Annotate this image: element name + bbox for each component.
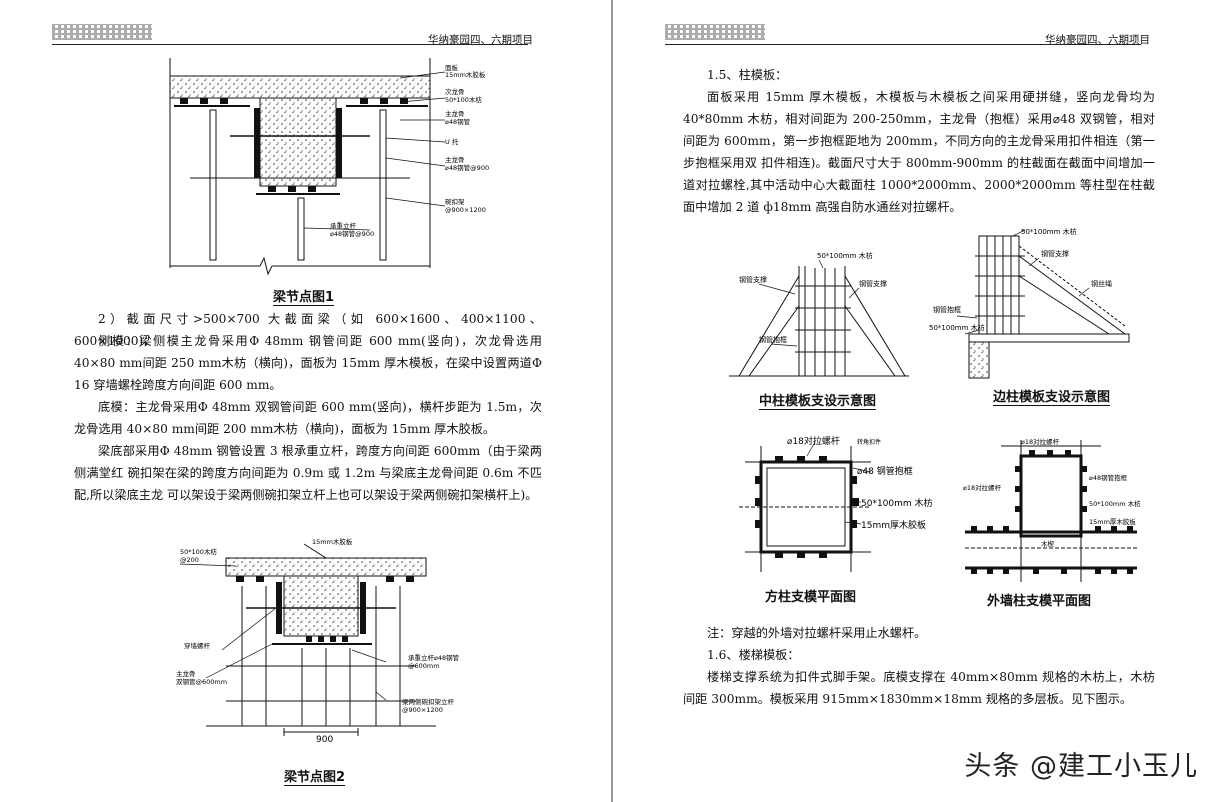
- header-rule-right: [665, 44, 1141, 45]
- middle-column-caption: 中柱模板支设示意图: [759, 390, 877, 410]
- svg-text:⌀48钢管@900: ⌀48钢管@900: [330, 229, 374, 238]
- svg-text:承重立杆⌀48钢管: 承重立杆⌀48钢管: [408, 653, 460, 662]
- svg-text:主龙骨: 主龙骨: [176, 669, 196, 678]
- svg-text:双钢管@600mm: 双钢管@600mm: [176, 677, 227, 686]
- square-column-caption: 方柱支模平面图: [765, 590, 857, 605]
- svg-text:15mm厚木胶板: 15mm厚木胶板: [1089, 517, 1136, 526]
- section-1-5-heading: 1.5、柱模板：: [707, 68, 788, 82]
- svg-text:50*100mm 木枋: 50*100mm 木枋: [861, 497, 933, 509]
- page-divider: [611, 0, 613, 802]
- header-logo-icon: [52, 24, 152, 40]
- svg-text:⌀18对拉螺杆: ⌀18对拉螺杆: [787, 435, 840, 447]
- svg-text:主龙骨: 主龙骨: [445, 109, 465, 118]
- beam-detail-figure-1: 面板 15mm木胶板 次龙骨 50*100木枋 主龙骨 ⌀48钢管 U 托 主龙…: [169, 58, 489, 276]
- section-1-6-heading: 1.6、楼梯模板：: [707, 648, 800, 662]
- svg-text:@600mm: @600mm: [408, 662, 440, 670]
- svg-text:⌀48 钢管抱框: ⌀48 钢管抱框: [857, 465, 913, 477]
- left-para-3: 底模：主龙骨采用Φ 48mm 双钢管间距 600 mm(竖向)，横杆步距为 1.…: [74, 400, 542, 436]
- svg-text:900: 900: [316, 735, 333, 745]
- svg-text:⌀18对拉螺杆: ⌀18对拉螺杆: [963, 483, 1002, 492]
- svg-text:@200: @200: [180, 556, 199, 564]
- figure-1-caption: 梁节点图1: [273, 286, 335, 306]
- svg-text:碗扣架: 碗扣架: [445, 197, 465, 206]
- header-title-right: 华纳豪园四、六期项目: [1045, 34, 1150, 46]
- header-title: 华纳豪园四、六期项目: [428, 34, 533, 46]
- svg-text:次龙骨: 次龙骨: [445, 87, 465, 96]
- outer-wall-column-caption: 外墙柱支模平面图: [987, 594, 1092, 609]
- section-1-5-text: 面板采用 15mm 厚木模板，木模板与木模板之间采用硬拼缝，竖向龙骨均为 40*…: [683, 90, 1155, 214]
- svg-text:15mm木胶板: 15mm木胶板: [312, 537, 353, 546]
- svg-text:钢管支撑: 钢管支撑: [1041, 249, 1069, 258]
- svg-text:⌀48钢管: ⌀48钢管: [445, 117, 471, 126]
- svg-text:木楔: 木楔: [1041, 539, 1055, 548]
- svg-text:穿墙螺杆: 穿墙螺杆: [184, 641, 211, 650]
- edge-column-caption: 边柱模板支设示意图: [993, 386, 1111, 406]
- left-page: 华纳豪园四、六期项目: [0, 0, 611, 802]
- square-column-plan-figure: ⌀18对拉螺杆 转角扣件 ⌀48 钢管抱框 50*100mm 木枋 15mm厚木…: [739, 435, 933, 572]
- svg-text:50*100mm 木枋: 50*100mm 木枋: [1089, 499, 1141, 508]
- left-para-4: 梁底部采用Φ 48mm 钢管设置 3 根承重立杆，跨度方向间距 600mm（由于…: [74, 444, 542, 502]
- svg-text:承重立杆: 承重立杆: [330, 221, 357, 230]
- left-para-2: 侧模：梁侧模主龙骨采用Φ 48mm 钢管间距 600 mm(竖向)，次龙骨选用 …: [74, 334, 542, 392]
- svg-text:50*100mm 木枋: 50*100mm 木枋: [817, 251, 873, 260]
- svg-text:⌀18对拉螺杆: ⌀18对拉螺杆: [1021, 437, 1060, 446]
- svg-text:面板: 面板: [445, 63, 459, 72]
- svg-text:转角扣件: 转角扣件: [857, 438, 881, 446]
- svg-text:@900×1200: @900×1200: [445, 206, 486, 214]
- svg-text:50*100木枋: 50*100木枋: [180, 547, 217, 556]
- header-rule: [52, 44, 528, 45]
- section-1-6-text: 楼梯支撑系统为扣件式脚手架。底模支撑在 40mm×80mm 规格的木枋上，木枋间…: [683, 670, 1155, 706]
- left-para-1: 2）截面尺寸>500×700 大截面梁（如 600×1600、400×1100、…: [74, 312, 542, 348]
- svg-text:钢丝绳: 钢丝绳: [1091, 279, 1112, 288]
- figure-2-caption: 梁节点图2: [284, 766, 346, 786]
- svg-text:@900×1200: @900×1200: [402, 706, 443, 714]
- svg-text:50*100木枋: 50*100木枋: [445, 95, 482, 104]
- outer-wall-column-plan-figure: ⌀18对拉螺杆 ⌀18对拉螺杆 ⌀48钢管抱框 50*100mm 木枋 15mm…: [963, 437, 1141, 582]
- svg-text:梁两侧碗扣架立杆: 梁两侧碗扣架立杆: [402, 697, 455, 706]
- svg-text:钢管支撑: 钢管支撑: [859, 279, 887, 288]
- toutiao-watermark: 头条 @建工小玉儿: [964, 751, 1198, 782]
- svg-text:50*100mm 木枋: 50*100mm 木枋: [1021, 227, 1077, 236]
- svg-text:钢管抱框: 钢管抱框: [933, 305, 961, 314]
- svg-text:钢管支撑: 钢管支撑: [739, 275, 767, 284]
- svg-text:15mm木胶板: 15mm木胶板: [445, 70, 486, 79]
- note-text: 注：穿越的外墙对拉螺杆采用止水螺杆。: [707, 626, 927, 640]
- svg-text:U 托: U 托: [445, 137, 459, 146]
- right-page: 华纳豪园四、六期项目 1.5、柱模板： 面板采用 15mm 厚木模板，木模板与木…: [613, 0, 1224, 802]
- edge-column-formwork-figure: 50*100mm 木枋 钢管支撑 钢丝绳 钢管抱框 50*100mm 木枋: [929, 227, 1130, 379]
- svg-text:⌀48钢管@900: ⌀48钢管@900: [445, 163, 489, 172]
- header-logo-icon-right: [665, 24, 765, 40]
- svg-text:钢管抱框: 钢管抱框: [759, 335, 787, 344]
- beam-detail-figure-2: 50*100木枋 @200 15mm木胶板 穿墙螺杆 主龙骨 双钢管@600mm…: [176, 537, 460, 745]
- svg-text:主龙骨: 主龙骨: [445, 155, 465, 164]
- svg-text:⌀48钢管抱框: ⌀48钢管抱框: [1089, 473, 1128, 482]
- svg-text:50*100mm 木枋: 50*100mm 木枋: [929, 323, 985, 332]
- middle-column-formwork-figure: 50*100mm 木枋 钢管支撑 钢管支撑 钢管抱框: [729, 251, 909, 377]
- svg-text:15mm厚木胶板: 15mm厚木胶板: [861, 519, 926, 531]
